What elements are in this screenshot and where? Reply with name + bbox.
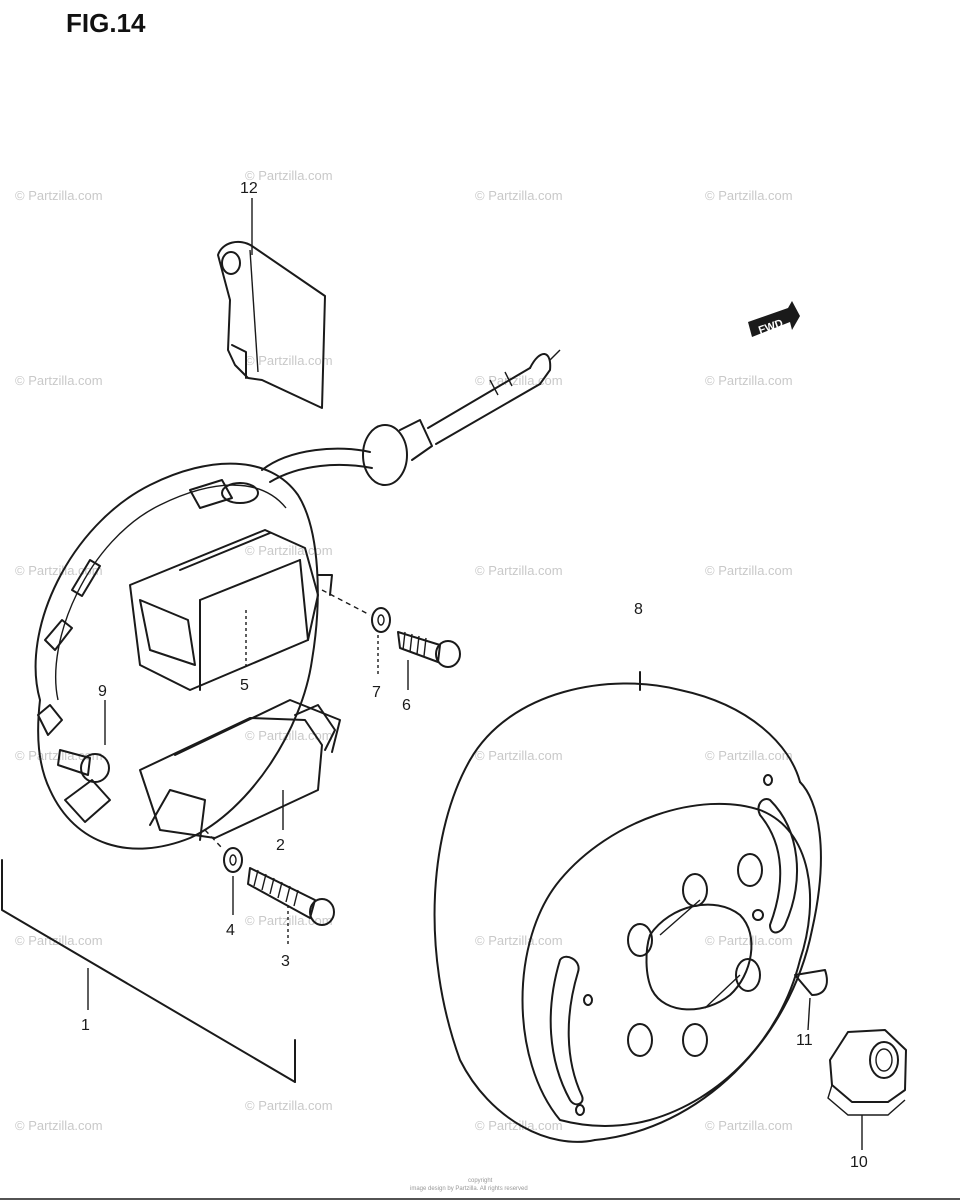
watermark: © Partzilla.com — [705, 188, 793, 203]
part-6-screw — [397, 631, 461, 690]
callout-1: 1 — [81, 1017, 90, 1034]
part-3-screw — [247, 867, 335, 945]
callout-11: 11 — [796, 1032, 813, 1049]
watermark: © Partzilla.com — [705, 933, 793, 948]
fwd-arrow-icon: FWD — [748, 301, 800, 337]
callout-10: 10 — [850, 1154, 868, 1171]
callout-8: 8 — [634, 601, 643, 618]
watermark: © Partzilla.com — [475, 933, 563, 948]
callout-3: 3 — [281, 953, 290, 970]
watermark: © Partzilla.com — [705, 373, 793, 388]
callout-12: 12 — [240, 180, 258, 197]
part-1-bracket — [1, 859, 296, 1083]
callout-4: 4 — [226, 922, 235, 939]
callout-5: 5 — [240, 677, 249, 694]
part-12-cover-plate — [217, 240, 326, 409]
callout-2: 2 — [276, 837, 285, 854]
watermark: © Partzilla.com — [15, 373, 103, 388]
part-10-nut — [827, 1029, 907, 1150]
footer-line-2: image design by Partzilla. All rights re… — [410, 1186, 528, 1192]
watermark: © Partzilla.com — [475, 188, 563, 203]
watermark: © Partzilla.com — [15, 933, 103, 948]
part-4-washer — [204, 829, 243, 915]
part-1-stator-assembly — [34, 349, 561, 850]
watermark: © Partzilla.com — [245, 353, 333, 368]
watermark: © Partzilla.com — [245, 1098, 333, 1113]
watermark: © Partzilla.com — [245, 543, 333, 558]
callout-6: 6 — [402, 697, 411, 714]
callout-7: 7 — [372, 684, 381, 701]
figure-title: FIG.14 — [66, 8, 146, 38]
watermark: © Partzilla.com — [245, 728, 333, 743]
part-11-key — [794, 969, 828, 1031]
watermark: © Partzilla.com — [705, 748, 793, 763]
watermark-layer: © Partzilla.com © Partzilla.com © Partzi… — [15, 168, 793, 1133]
watermark: © Partzilla.com — [15, 188, 103, 203]
part-8-flywheel — [433, 671, 822, 1143]
watermark: © Partzilla.com — [705, 1118, 793, 1133]
watermark: © Partzilla.com — [705, 563, 793, 578]
callout-9: 9 — [98, 683, 107, 700]
footer-line-1: copyright — [468, 1178, 493, 1184]
watermark: © Partzilla.com — [245, 168, 333, 183]
part-7-washer — [321, 589, 391, 675]
watermark: © Partzilla.com — [475, 563, 563, 578]
watermark: © Partzilla.com — [475, 748, 563, 763]
watermark: © Partzilla.com — [15, 1118, 103, 1133]
